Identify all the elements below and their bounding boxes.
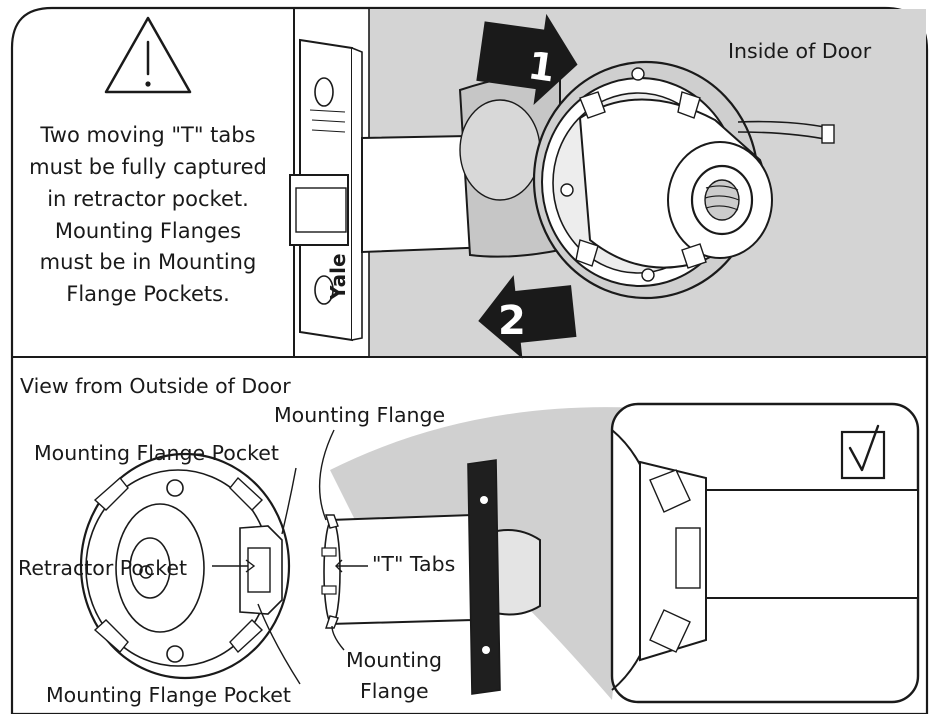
label-mounting-flange-bottom-1: Mounting	[346, 648, 442, 672]
lock-chassis-outside	[79, 452, 291, 680]
label-t-tabs: "T" Tabs	[372, 552, 455, 576]
face-plate: Yale	[289, 38, 363, 342]
strike-plate-brand: Yale	[326, 253, 350, 301]
label-mounting-flange-pocket-top: Mounting Flange Pocket	[34, 441, 279, 465]
step-2-arrow-icon: 2	[478, 275, 577, 359]
zoom-detail-box	[610, 402, 920, 704]
warning-line-4: Mounting Flanges	[55, 219, 241, 243]
warning-line-5: must be in Mounting	[40, 250, 257, 274]
warning-line-1: Two moving "T" tabs	[39, 123, 255, 147]
label-mounting-flange-pocket-bottom: Mounting Flange Pocket	[46, 683, 291, 707]
checkmark-box-icon	[840, 424, 886, 480]
step-1-number: 1	[525, 43, 557, 90]
label-mounting-flange-bottom-2: Flange	[360, 679, 429, 703]
outside-view-title: View from Outside of Door	[20, 374, 291, 398]
warning-line-2: must be fully captured	[29, 155, 267, 179]
label-mounting-flange-top: Mounting Flange	[274, 403, 445, 427]
inside-of-door-title: Inside of Door	[728, 39, 872, 63]
warning-triangle-icon	[104, 16, 192, 94]
step-2-number: 2	[498, 298, 526, 344]
warning-line-3: in retractor pocket.	[47, 187, 249, 211]
warning-line-6: Flange Pockets.	[66, 282, 230, 306]
lock-chassis-top	[532, 60, 835, 300]
latch-assembly-outside	[321, 459, 541, 695]
leader-lines	[212, 429, 368, 685]
warning-text: Two moving "T" tabs must be fully captur…	[29, 123, 267, 306]
step-1-arrow-icon: 1	[476, 13, 578, 105]
label-retractor-pocket: Retractor Pocket	[18, 556, 187, 580]
latch-body-top	[361, 73, 561, 258]
